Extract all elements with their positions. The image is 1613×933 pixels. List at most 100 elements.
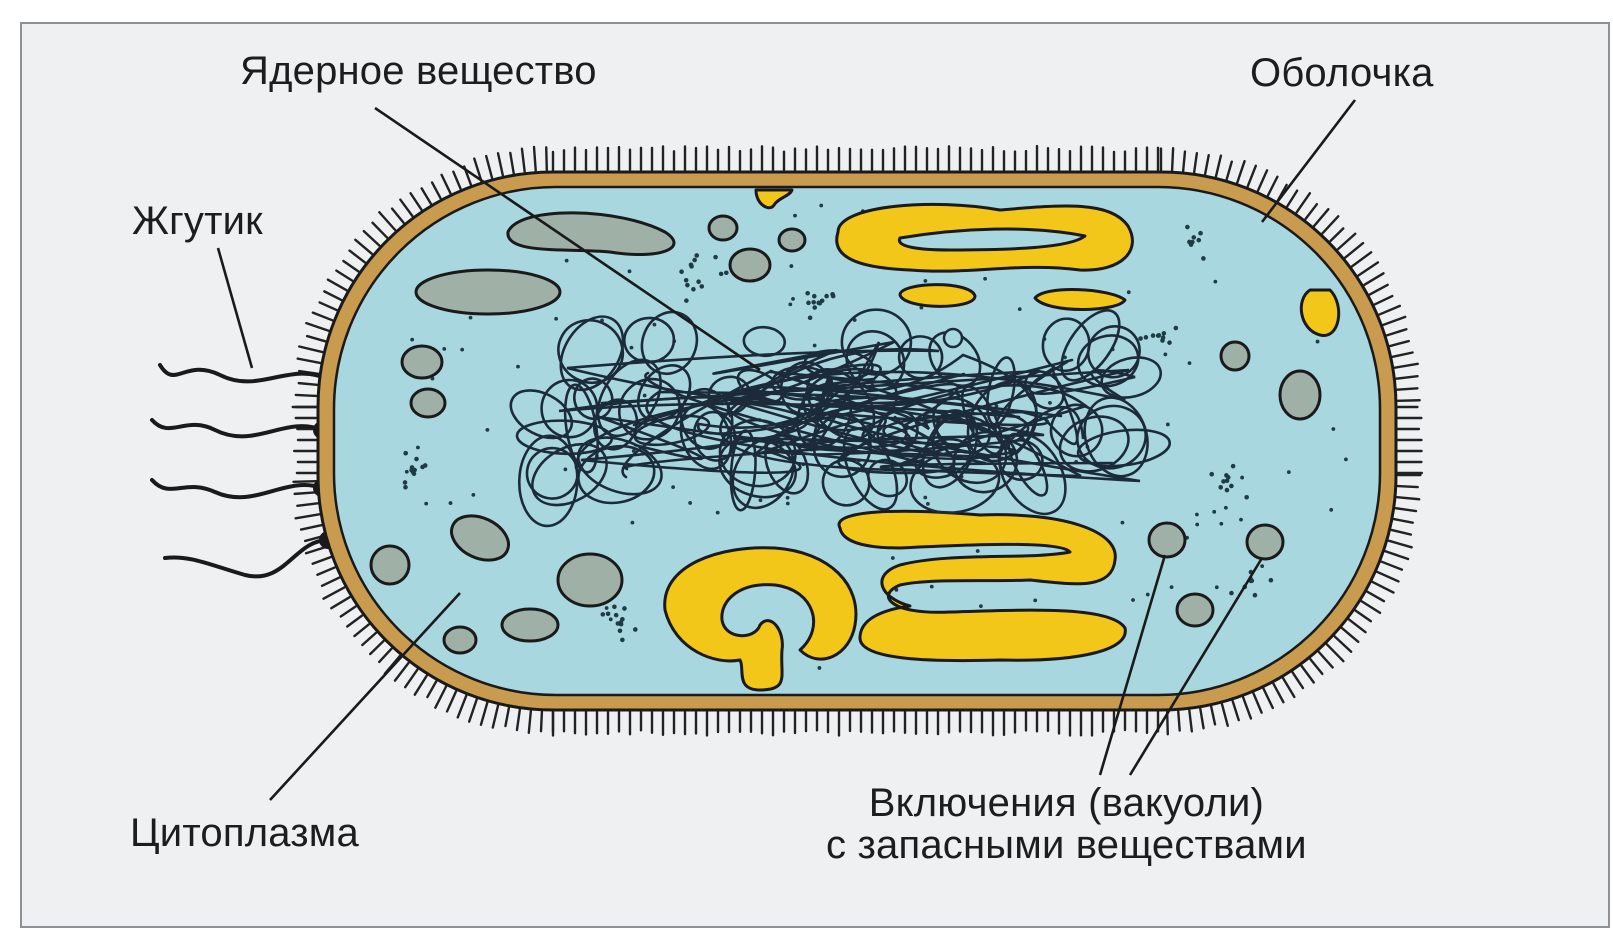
pilus: [458, 696, 467, 718]
granule: [622, 606, 627, 611]
granule: [976, 549, 980, 553]
pilus: [1330, 228, 1343, 241]
granule: [1191, 235, 1196, 240]
pilus: [299, 383, 317, 385]
pilus: [1352, 252, 1371, 266]
pilus: [395, 663, 409, 681]
granule: [786, 502, 790, 506]
pilus: [307, 336, 325, 341]
granule: [713, 255, 718, 260]
granule: [565, 259, 569, 263]
pilus: [324, 587, 345, 598]
pilus: [1178, 711, 1179, 730]
granule: [926, 502, 930, 506]
pilus: [1305, 204, 1316, 219]
granule: [679, 269, 684, 274]
granule: [424, 502, 428, 506]
granule: [1224, 506, 1228, 510]
granule: [619, 620, 624, 625]
granule: [923, 279, 927, 283]
pilus: [1189, 710, 1192, 731]
pilus: [1314, 209, 1328, 226]
granule: [824, 294, 829, 299]
granule: [1189, 242, 1194, 247]
pilus: [493, 706, 498, 728]
pilus: [324, 291, 341, 300]
granule: [1185, 225, 1190, 230]
granule: [1316, 340, 1320, 344]
pilus: [1258, 170, 1267, 190]
pilus: [379, 212, 395, 230]
granule: [716, 511, 720, 515]
pilus: [1335, 636, 1352, 651]
pilus: [405, 669, 417, 687]
pilus: [1283, 678, 1294, 697]
pilus: [1370, 285, 1388, 295]
pilus: [481, 703, 487, 725]
pilus: [529, 711, 531, 733]
pilus: [336, 271, 352, 281]
flagellum-1: [160, 365, 330, 381]
pilus: [546, 147, 547, 170]
granule: [1146, 593, 1150, 597]
vacuole-4: [371, 546, 409, 584]
granule: [1162, 331, 1167, 336]
label-flagellum: Жгутик: [132, 200, 263, 242]
pilus: [1398, 486, 1418, 487]
pilus: [1342, 628, 1358, 642]
pilus: [322, 578, 339, 586]
granule: [614, 613, 619, 618]
pilus: [1327, 644, 1344, 661]
pilus: [486, 156, 492, 178]
granule: [630, 346, 634, 350]
pilus: [331, 597, 350, 608]
granule: [620, 638, 625, 643]
granule: [1138, 336, 1143, 341]
pilus: [392, 209, 404, 223]
pilus: [1302, 666, 1314, 683]
pilus: [301, 525, 321, 529]
granule: [653, 323, 657, 327]
pilus: [364, 231, 380, 246]
granule: [685, 283, 690, 288]
granule: [1213, 280, 1217, 284]
vacuole-7: [444, 627, 476, 653]
granule: [471, 493, 475, 497]
granule: [1229, 591, 1234, 596]
granule: [930, 585, 934, 589]
pilus: [1310, 659, 1322, 674]
granule: [601, 612, 606, 617]
granule: [1018, 307, 1022, 311]
pilus: [317, 567, 334, 574]
pilus: [320, 302, 337, 310]
granule: [449, 501, 453, 505]
granule: [1209, 472, 1214, 477]
granule: [605, 606, 609, 610]
granule: [403, 480, 408, 485]
vacuole-15: [1177, 594, 1213, 626]
pilus: [1319, 652, 1333, 668]
granule: [812, 305, 817, 310]
pilus: [299, 347, 322, 353]
pilus: [355, 240, 372, 254]
pilus: [1387, 329, 1406, 335]
granule: [643, 394, 647, 398]
pilus: [415, 676, 427, 695]
granule: [694, 253, 699, 258]
granule: [1260, 564, 1264, 568]
pilus: [1396, 376, 1417, 379]
granule: [791, 297, 795, 301]
vacuole-1: [402, 346, 442, 378]
granule: [1157, 333, 1162, 338]
granule: [633, 627, 638, 632]
vacuole-6: [502, 609, 558, 641]
granule: [1163, 353, 1167, 357]
granule: [1198, 231, 1203, 236]
granule: [805, 291, 810, 296]
leader-shell: [1262, 100, 1355, 222]
granule: [416, 446, 420, 450]
granule: [609, 617, 613, 621]
granule: [469, 316, 473, 320]
vacuole-5: [558, 554, 622, 606]
pilus: [1338, 234, 1355, 250]
